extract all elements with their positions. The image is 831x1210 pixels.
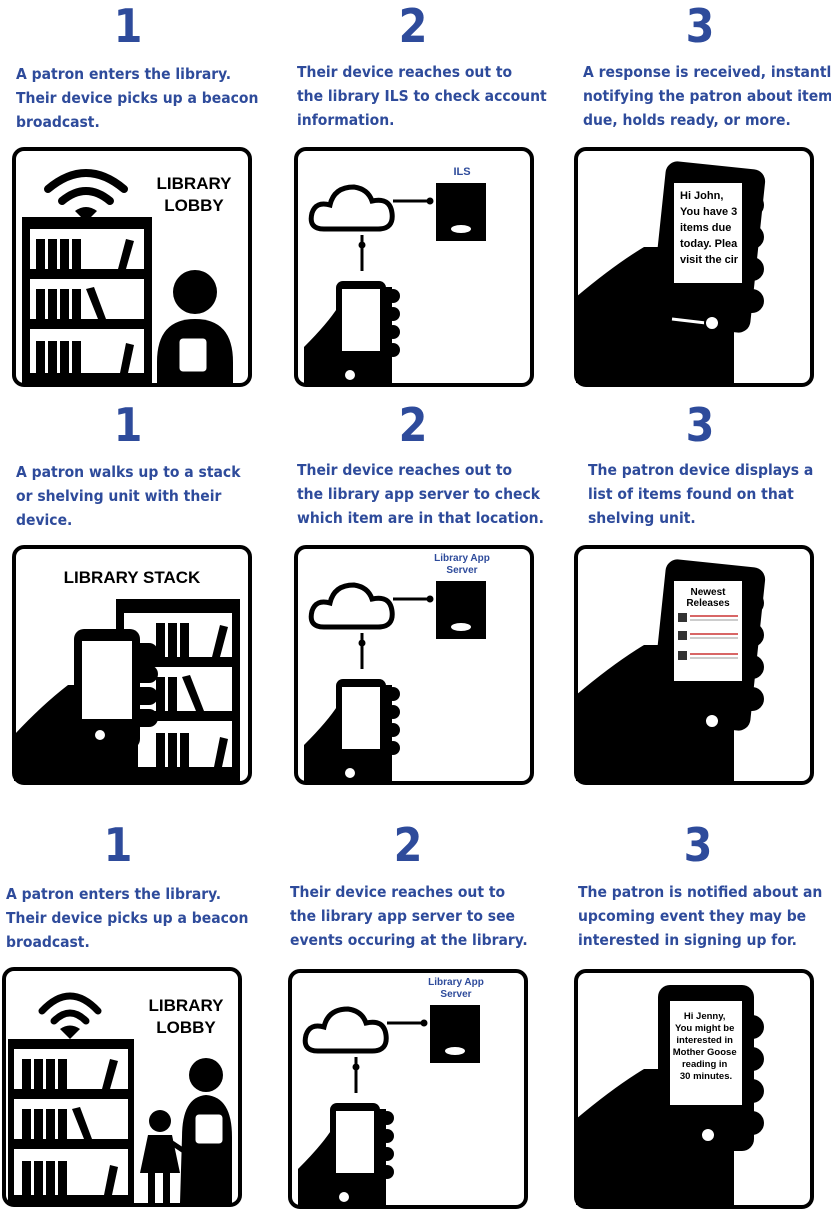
bookshelf-icon: [22, 217, 152, 383]
step-number: 2: [378, 822, 438, 868]
step-number: 2: [383, 402, 443, 448]
step-number: 3: [668, 822, 728, 868]
ils-connection-panel: ILS: [294, 147, 534, 387]
step-caption: The patron is notified about an upcoming…: [578, 880, 822, 952]
bookshelf-icon: [8, 1039, 134, 1205]
step-number: 3: [670, 3, 730, 49]
step-caption: A patron enters the library. Their devic…: [16, 62, 258, 134]
step-caption: The patron device displays a list of ite…: [588, 458, 813, 530]
step-caption: Their device reaches out to the library …: [290, 880, 528, 952]
library-stack-panel: LIBRARY STACK: [12, 545, 252, 785]
server-icon: [430, 1005, 480, 1063]
server-icon: [436, 183, 486, 241]
event-notification-panel: Hi Jenny, You might be interested in Mot…: [574, 969, 814, 1209]
server-label: ILS: [453, 166, 470, 178]
step-number: 1: [98, 3, 158, 49]
step-number: 1: [88, 822, 148, 868]
step-number: 1: [98, 402, 158, 448]
step-caption: Their device reaches out to the library …: [297, 60, 547, 132]
step-caption: A patron walks up to a stack or shelving…: [16, 460, 240, 532]
notification-panel: Hi John, You have 3 items due today. Ple…: [574, 147, 814, 387]
step-number: 3: [670, 402, 730, 448]
step-number: 2: [383, 3, 443, 49]
server-icon: [436, 581, 486, 639]
panel-label: LIBRARY STACK: [64, 568, 201, 587]
step-caption: A patron enters the library. Their devic…: [6, 882, 248, 954]
step-caption: Their device reaches out to the library …: [297, 458, 544, 530]
step-caption: A response is received, instantly notify…: [583, 60, 831, 132]
